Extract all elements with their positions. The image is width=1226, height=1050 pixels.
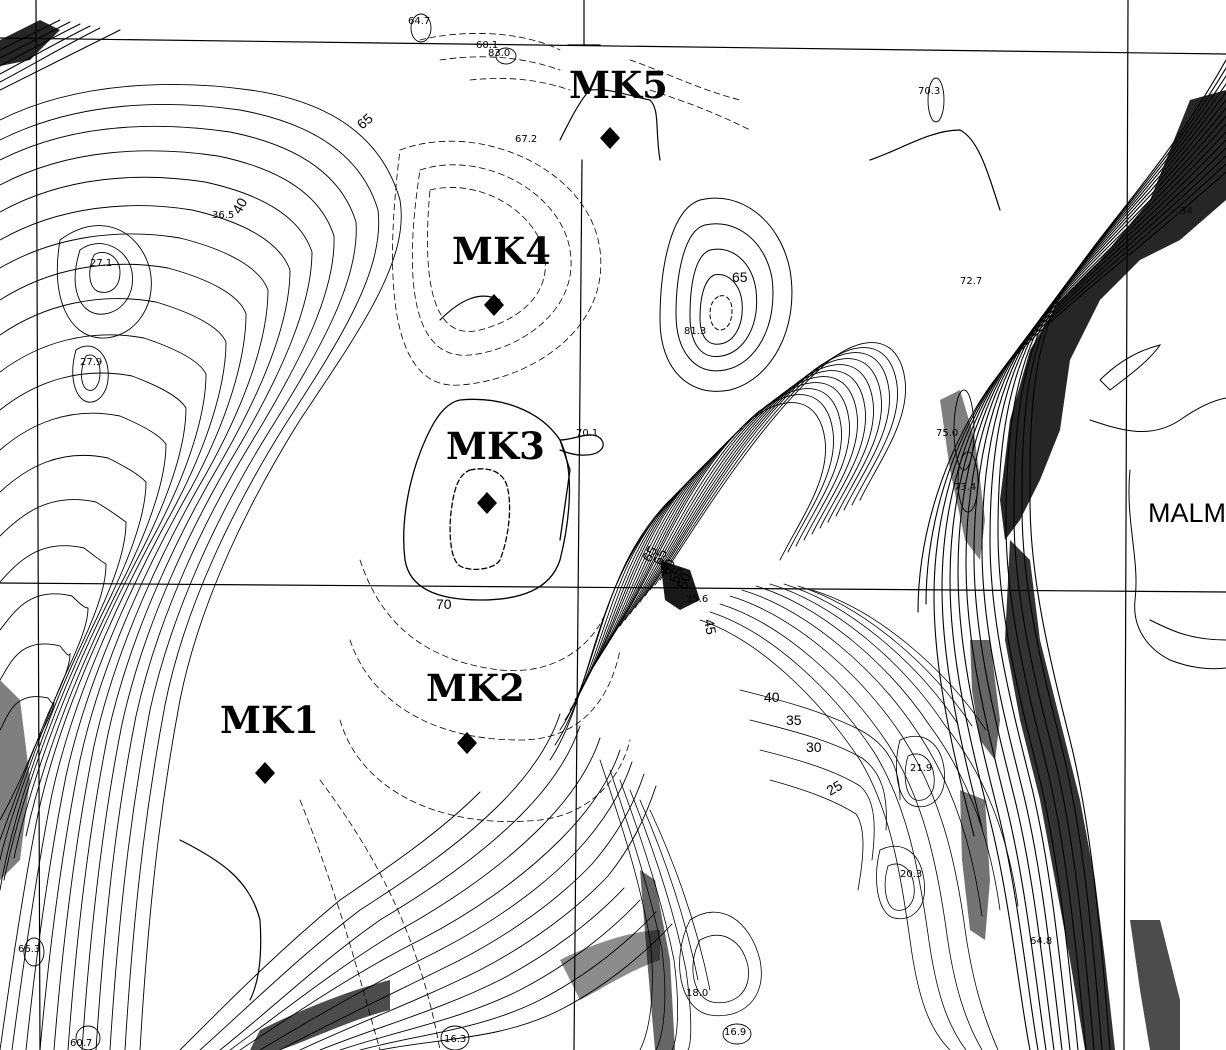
spot-height: 20.3 [900,869,922,880]
spot-height: 34 [1180,206,1193,217]
contour-label: 35 [786,712,802,728]
mk3-basin [403,398,604,601]
site-markers [255,127,620,784]
contour-label: 60 [658,557,678,577]
contour-label: 40 [764,689,780,705]
spot-height: 66.3 [18,944,40,955]
spot-height: 18.0 [686,988,708,999]
central-escarpment [549,342,906,761]
spot-rings [23,13,979,1050]
mk1-marker[interactable] [255,762,275,784]
site-label-mk4: MK4 [452,229,551,273]
southern-valley-contours [599,583,1019,1050]
spot-height: 64.7 [408,16,430,27]
contour-label: 65 [639,543,661,565]
contour-label: 65 [650,547,670,567]
western-contours [0,84,402,1050]
spot-height: 60.1 [476,40,498,51]
contour-label: 70 [436,596,452,612]
spot-height: 70.3 [918,86,940,97]
plateau-contours [299,33,751,1050]
spot-height: 35.6 [686,594,708,605]
contour-label: 30 [806,739,822,755]
spot-height: 27.1 [90,258,112,269]
spot-height: 67.2 [515,134,537,145]
southwest-contours [179,713,673,1050]
mk5-marker[interactable] [600,127,620,149]
spot-height: 70.1 [576,428,598,439]
site-label-mk1: MK1 [220,698,319,742]
spot-height: 73.4 [954,482,976,493]
hill-81-3 [659,197,793,392]
spot-height: 16.3 [444,1034,466,1045]
contour-label: 45 [701,618,719,636]
mk4-marker[interactable] [484,294,504,316]
contour-label: 25 [824,777,846,799]
spot-height: 36.5 [212,210,234,221]
place-name-label: MALM [1148,498,1226,528]
spot-height: 72.7 [960,276,982,287]
site-label-mk3: MK3 [446,424,545,468]
contour-label: 65 [732,269,748,285]
spot-height: 75.0 [936,428,958,439]
spot-height: 64.8 [1030,936,1052,947]
site-label-mk5: MK5 [569,63,668,107]
spot-height: 27.9 [80,357,102,368]
spot-height: 60.7 [70,1038,92,1049]
mk3-marker[interactable] [477,492,497,514]
site-labels: MK1 MK2 MK3 MK4 MK5 [220,63,668,742]
spot-height: 81.3 [684,326,706,337]
contour-label: 65 [354,110,376,132]
contour-label: 50 [674,571,694,591]
spot-height: 16.9 [724,1027,746,1038]
east-coast [1089,344,1226,670]
spot-height: 83.0 [488,48,510,59]
spot-height: 21.9 [910,763,932,774]
contour-label: 40 [229,195,251,217]
scarp-shading [0,20,1226,1050]
contour-label: 55 [666,565,686,585]
site-label-mk2: MK2 [426,666,525,710]
spot-height-labels: 64.7 83.0 60.1 67.2 70.3 36.5 27.1 27.9 … [18,16,1193,1049]
mk2-marker[interactable] [457,732,477,754]
